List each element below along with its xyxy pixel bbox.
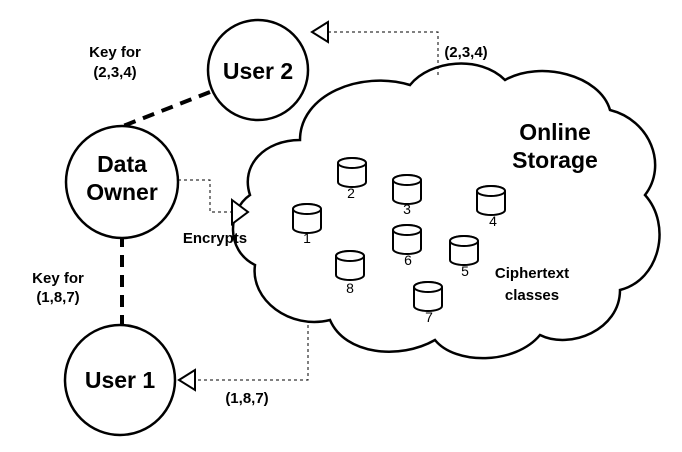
ciphertext-cylinder-6: 6 <box>392 224 422 268</box>
ciphertext-cylinder-1: 1 <box>292 203 322 246</box>
storage-title-line2: Storage <box>512 147 598 173</box>
to-user2-label: (2,3,4) <box>444 44 487 61</box>
to-user1-arrowhead <box>177 368 196 392</box>
data-owner-label-line2: Owner <box>86 179 158 205</box>
user2-label: User 2 <box>223 58 293 84</box>
ciphertext-label-6: 6 <box>404 252 412 268</box>
user2-node: User 2 <box>206 18 310 122</box>
ciphertext-cylinder-2: 2 <box>337 157 367 201</box>
ciphertext-label-5: 5 <box>461 263 469 279</box>
user1-node: User 1 <box>63 323 177 437</box>
ciphertext-cylinder-7: 7 <box>413 281 443 325</box>
storage-title-line1: Online <box>519 119 591 145</box>
ciphertext-label-2: 2 <box>347 185 355 201</box>
key-user1-label-line2: (1,8,7) <box>36 289 79 306</box>
encrypt-arrow-line <box>178 179 232 213</box>
ciphertext-label-1: 1 <box>303 230 311 246</box>
ciphertext-cylinder-8: 8 <box>335 250 365 296</box>
ciphertext-classes-label-line1: Ciphertext <box>495 265 569 282</box>
data-owner-label-line1: Data <box>97 151 147 177</box>
user1-label: User 1 <box>85 367 156 393</box>
ciphertext-classes-label-line2: classes <box>505 287 559 304</box>
to-user2-arrowhead <box>310 20 329 44</box>
key-user1-label-line1: Key for <box>32 270 84 287</box>
ciphertext-label-8: 8 <box>346 280 354 296</box>
online-storage-cloud <box>231 62 661 360</box>
to-user2-arrow-line <box>328 31 439 75</box>
key-user2-label-line2: (2,3,4) <box>93 64 136 81</box>
encrypts-label: Encrypts <box>183 230 247 247</box>
to-user1-arrow-line <box>195 325 309 381</box>
ciphertext-cylinder-5: 5 <box>449 235 479 279</box>
ciphertext-classes-group: 1 2 3 4 5 6 7 8 <box>292 157 506 325</box>
ciphertext-label-7: 7 <box>425 309 433 325</box>
ciphertext-label-3: 3 <box>403 201 411 217</box>
ciphertext-cylinder-3: 3 <box>392 174 422 217</box>
encrypt-arrowhead <box>231 198 250 226</box>
key-user2-label-line1: Key for <box>89 44 141 61</box>
data-owner-node: Data Owner <box>64 124 180 240</box>
to-user1-label: (1,8,7) <box>225 390 268 407</box>
key-link-user2 <box>117 90 211 130</box>
ciphertext-cylinder-4: 4 <box>476 185 506 229</box>
ciphertext-label-4: 4 <box>489 213 497 229</box>
